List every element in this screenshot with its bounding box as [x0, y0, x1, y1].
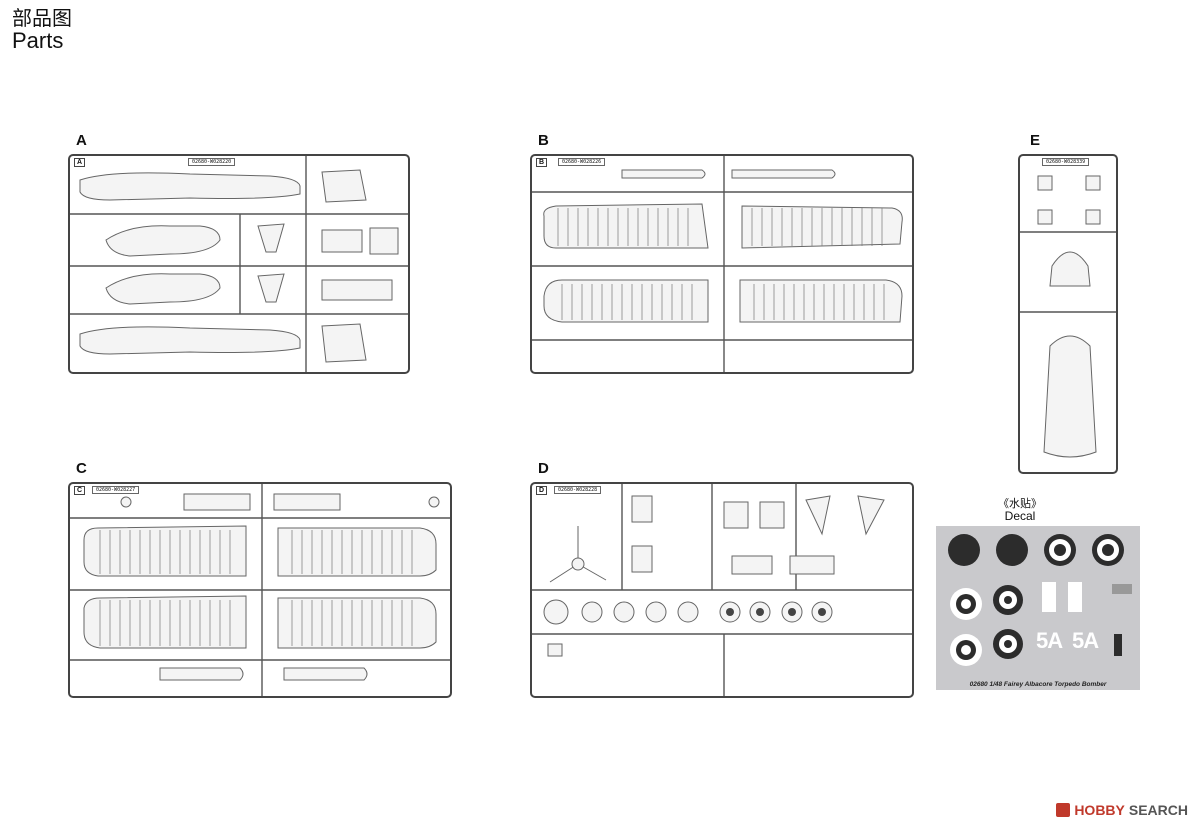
- watermark-suffix: SEARCH: [1128, 802, 1188, 818]
- sprue-c: C 02680-W028227: [68, 482, 452, 698]
- sprue-c-label: C: [76, 460, 87, 477]
- sprue-b-label: B: [538, 132, 549, 149]
- sprue-c-drawing: [70, 484, 450, 696]
- watermark: HOBBY SEARCH: [1056, 802, 1188, 818]
- sprue-e-drawing: [1020, 175, 1116, 458]
- sprue-e: 02680-W028339: [1018, 154, 1118, 474]
- decal-roundels: [948, 534, 1132, 666]
- decal-caption: 02680 1/48 Fairey Albacore Torpedo Bombe…: [969, 681, 1107, 688]
- sprue-e-code: 02680-W028339: [1042, 158, 1090, 166]
- sprue-a-label: A: [76, 132, 87, 149]
- sprue-a: A 02680-W028220: [68, 154, 410, 374]
- sprue-b-code: 02680-W028226: [558, 158, 606, 166]
- decal-heading: 《水贴》 Decal: [960, 497, 1080, 524]
- sprue-d-label: D: [538, 460, 549, 477]
- decal-title-chinese: 《水贴》: [998, 497, 1042, 510]
- decal-title-english: Decal: [1004, 509, 1036, 524]
- decal-sheet: 5A 5A 02680 1/48 Fairey Albacore Torpedo…: [936, 526, 1140, 690]
- sprue-b-drawing: [532, 156, 912, 372]
- sprue-d-tag: D: [536, 486, 548, 495]
- sprue-b: B 02680-W028226: [530, 154, 914, 374]
- watermark-brand: HOBBY: [1074, 802, 1125, 818]
- sprue-a-tag: A: [74, 158, 86, 167]
- sprue-e-label: E: [1030, 132, 1041, 149]
- sprue-a-drawing: [70, 156, 408, 372]
- sprue-a-code: 02680-W028220: [188, 158, 236, 166]
- sprue-c-tag: C: [74, 486, 86, 495]
- sprue-d-code: 02680-W028228: [554, 486, 602, 494]
- title-english: Parts: [12, 28, 64, 53]
- sprue-b-tag: B: [536, 158, 548, 167]
- decal-code-right: 5A: [1072, 628, 1099, 653]
- sprue-c-code: 02680-W028227: [92, 486, 140, 494]
- page-title: 部品图 Parts: [12, 6, 72, 53]
- hobbysearch-logo-icon: [1056, 803, 1071, 817]
- sprue-d: D 02680-W028228: [530, 482, 914, 698]
- sprue-d-drawing: [532, 484, 912, 696]
- title-chinese: 部品图: [12, 6, 72, 30]
- decal-code-left: 5A: [1036, 628, 1063, 653]
